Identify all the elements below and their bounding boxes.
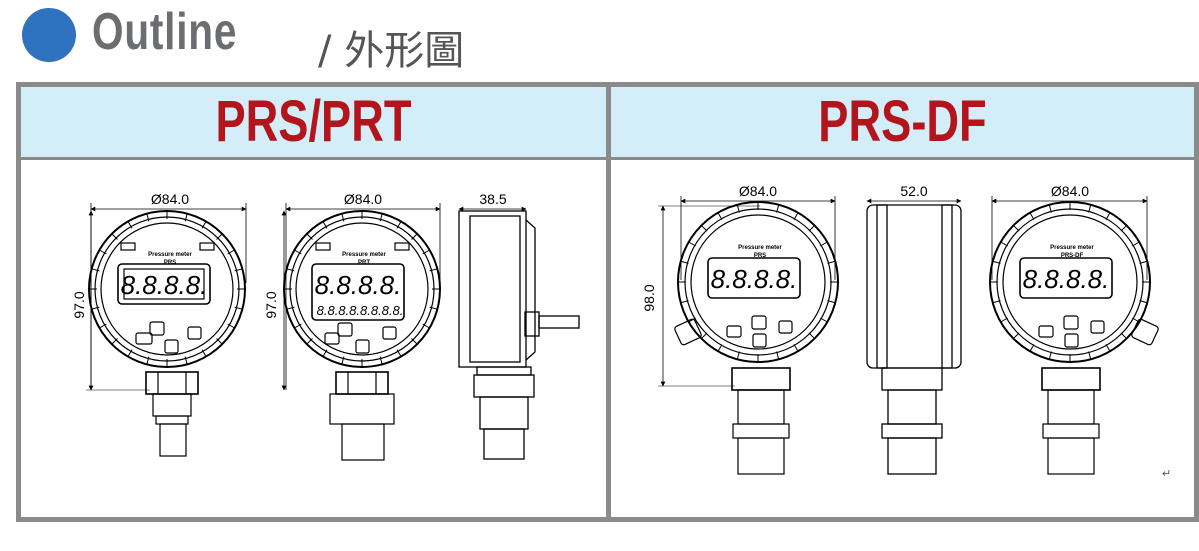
- df-width-dimension: Ø84.0: [739, 183, 777, 199]
- header-separator: [21, 157, 1194, 160]
- gauge-prt-line2: PRT: [358, 260, 370, 266]
- bezel-grip: [678, 202, 838, 362]
- gauge-prt-subdigits: 8.8.8.8.8.8.8.8.: [317, 303, 404, 318]
- bezel-grip: [990, 202, 1150, 362]
- header: Outline / 外形圖: [0, 0, 1199, 78]
- gauge-prt-digits: 8.8.8.8.: [315, 270, 402, 300]
- prs-width-dimension: Ø84.0: [151, 191, 189, 207]
- gauge-df-side-view: [866, 204, 962, 475]
- gauge-df2-digits: 8.8.8.8.: [1023, 264, 1110, 294]
- page-title: Outline: [92, 3, 238, 61]
- prt-width-dimension: Ø84.0: [344, 191, 382, 207]
- gauge-prs-front: [88, 210, 246, 457]
- gauge-prs-line2: PRS: [164, 260, 176, 266]
- gauge-prt-front: [283, 210, 441, 461]
- gauge-prs-digits: 8.8.8.8.: [121, 270, 208, 300]
- gauge-df1-digits: 8.8.8.8.: [711, 264, 798, 294]
- column-divider: [606, 82, 611, 522]
- df2-width-dimension: Ø84.0: [1051, 183, 1089, 199]
- gauge-df2-line2: PRS-DF: [1061, 253, 1084, 259]
- df-height-dimension: 98.0: [641, 284, 657, 311]
- gauge-side-view: [458, 210, 580, 460]
- page-subtitle: / 外形圖: [318, 28, 465, 74]
- header-band-left: [21, 87, 606, 157]
- gauge-prt-line1: Pressure meter: [342, 252, 386, 258]
- gauge-df2-front: [989, 201, 1159, 475]
- df-side-depth-dimension: 52.0: [900, 183, 927, 199]
- prs-height-dimension: 97.0: [71, 291, 87, 318]
- return-mark: ↵: [1162, 468, 1171, 480]
- gauge-df1-line1: Pressure meter: [738, 245, 782, 251]
- model-heading-prs-prt: PRS/PRT: [215, 89, 412, 154]
- bezel-grip: [89, 211, 245, 367]
- header-band-right: [611, 87, 1194, 157]
- bezel-grip: [284, 211, 440, 367]
- gauge-df2-line1: Pressure meter: [1050, 245, 1094, 251]
- gauge-prs-line1: Pressure meter: [148, 252, 192, 258]
- prt-height-dimension: 97.0: [263, 291, 279, 318]
- model-heading-prs-df: PRS-DF: [818, 89, 987, 154]
- gauge-df1-line2: PRS: [754, 253, 766, 259]
- side-depth-dimension: 38.5: [479, 191, 506, 207]
- bullet-dot-icon: [22, 8, 76, 62]
